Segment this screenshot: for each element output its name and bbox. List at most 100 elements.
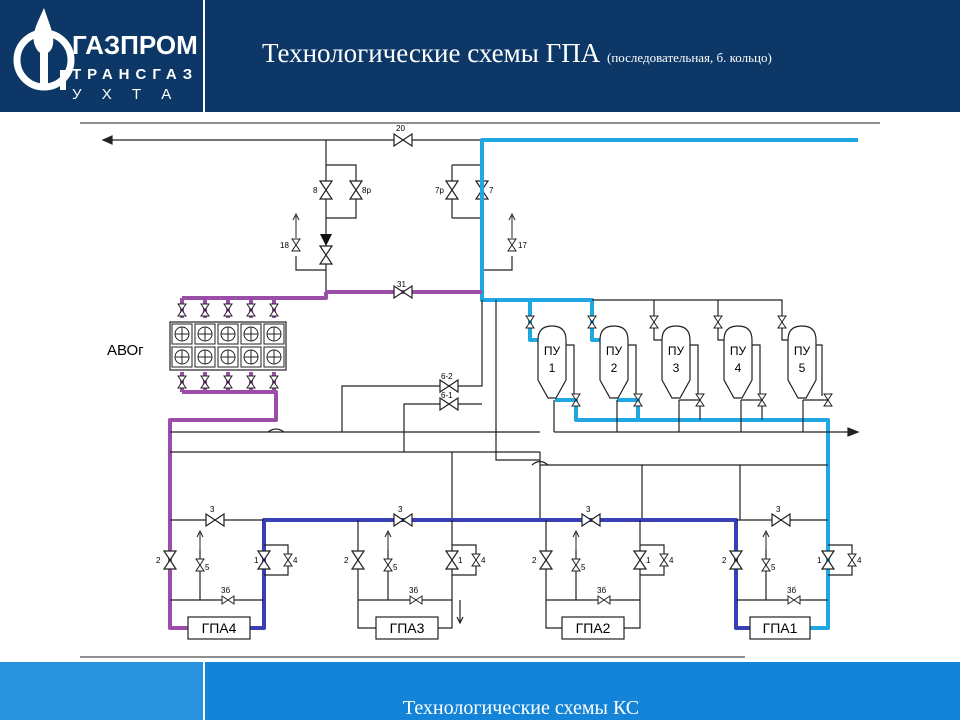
check-valve-icon <box>320 234 332 246</box>
gpa3-box[interactable] <box>375 616 439 640</box>
gpa2-valve-3b-label: 3б <box>597 586 606 595</box>
pu5-num: 5 <box>799 361 806 375</box>
gpa2-valve-4-label: 4 <box>669 556 674 565</box>
relief-18-icon <box>292 213 300 239</box>
gpa3-valve-5-label: 5 <box>393 563 398 572</box>
gpa2-valve-1-label: 1 <box>646 556 651 565</box>
gpa3-valve-3-icon[interactable] <box>393 513 413 527</box>
pu3-inlet-valve-icon[interactable] <box>649 315 659 329</box>
pu5-inlet-valve-icon[interactable] <box>777 315 787 329</box>
gpa4-valve-3-icon[interactable] <box>205 513 225 527</box>
gpa3-relief-icon <box>384 530 392 556</box>
gpa4-valve-4-label: 4 <box>293 556 298 565</box>
avo-inlet-valve-4-icon[interactable] <box>246 303 256 317</box>
relief-17-icon <box>508 213 516 239</box>
fan-icon <box>240 323 262 345</box>
gpa2-valve-1-icon[interactable] <box>633 550 647 570</box>
blue-pipe <box>250 518 750 630</box>
dust-catcher-pu5: ПУ 5 <box>787 325 817 399</box>
gpa1-valve-1-icon[interactable] <box>821 550 835 570</box>
gpa4-valve-1-icon[interactable] <box>257 550 271 570</box>
valve-7p-label: 7р <box>435 186 444 195</box>
logo-brand: ГАЗПРОМ <box>72 30 198 60</box>
gpa4-valve-5-icon[interactable] <box>195 558 205 572</box>
gpa1-valve-3-label: 3 <box>776 505 781 514</box>
gpa1-valve-3b-label: 3б <box>787 586 796 595</box>
footer-bar <box>0 662 960 720</box>
gpa2-valve-3-icon[interactable] <box>581 513 601 527</box>
avo-outlet-valve-1-icon[interactable] <box>177 375 187 389</box>
gpa2-valve-2-icon[interactable] <box>539 550 553 570</box>
avo-inlet-valve-1-icon[interactable] <box>177 303 187 317</box>
avo-inlet-valve-3-icon[interactable] <box>223 303 233 317</box>
avo-outlet-valve-2-icon[interactable] <box>200 375 210 389</box>
gas-cooler-unit <box>169 321 287 371</box>
gpa1-valve-4-label: 4 <box>857 556 862 565</box>
gpa3-valve-3b-label: 3б <box>409 586 418 595</box>
gpa3-valve-4-icon[interactable] <box>471 553 481 567</box>
gpa1-box[interactable] <box>749 616 811 640</box>
pu1-inlet-valve-icon[interactable] <box>525 315 535 329</box>
gpa4-valve-4-icon[interactable] <box>283 553 293 567</box>
valve-20-icon[interactable] <box>393 133 413 147</box>
valve-6-1-label: 6-1 <box>441 391 453 400</box>
gpa2-box[interactable] <box>561 616 625 640</box>
gpa3-valve-3b-icon[interactable] <box>409 595 423 605</box>
valve-inline-icon[interactable] <box>319 245 333 265</box>
page-title: Технологические схемы ГПА (последователь… <box>262 38 772 69</box>
gpa4-box[interactable] <box>187 616 251 640</box>
gpa1-valve-3-icon[interactable] <box>771 513 791 527</box>
valve-17-label: 17 <box>518 241 527 250</box>
valve-7p-icon[interactable] <box>445 180 459 200</box>
gpa3-unit: 3 2 1 4 5 3б ГПА3 <box>344 505 486 640</box>
gpa2-valve-4-icon[interactable] <box>659 553 669 567</box>
gpa4-valve-3-label: 3 <box>210 505 215 514</box>
gpa2-unit: 3 2 1 4 5 3б ГПА2 <box>532 505 674 640</box>
pu5-name: ПУ <box>794 344 811 358</box>
valve-18-icon[interactable] <box>291 238 301 252</box>
gpa4-label: ГПА4 <box>202 620 237 636</box>
gpa3-valve-2-icon[interactable] <box>351 550 365 570</box>
fan-icon <box>194 323 216 345</box>
gas-flame-logo-icon <box>13 8 75 91</box>
valve-17-icon[interactable] <box>507 238 517 252</box>
avo-inlet-valve-2-icon[interactable] <box>200 303 210 317</box>
pu2-inlet-valve-icon[interactable] <box>587 315 597 329</box>
valve-20-label: 20 <box>396 124 405 133</box>
gpa1-valve-3b-icon[interactable] <box>787 595 801 605</box>
gpa1-valve-5-icon[interactable] <box>761 558 771 572</box>
fan-icon <box>217 323 239 345</box>
gpa2-relief-icon <box>572 530 580 556</box>
gpa2-valve-3b-icon[interactable] <box>597 595 611 605</box>
gpa3-valve-2-label: 2 <box>344 556 349 565</box>
pu4-inlet-valve-icon[interactable] <box>713 315 723 329</box>
gpa4-valve-2-icon[interactable] <box>163 550 177 570</box>
gpa4-valve-3b-icon[interactable] <box>221 595 235 605</box>
valve-8p-icon[interactable] <box>349 180 363 200</box>
logo-subtitle: ТРАНСГАЗ <box>72 66 199 83</box>
gpa3-label: ГПА3 <box>390 620 425 636</box>
gpa1-valve-4-icon[interactable] <box>847 553 857 567</box>
gpa3-valve-5-icon[interactable] <box>383 558 393 572</box>
gpa4-valve-5-label: 5 <box>205 563 210 572</box>
fan-icon <box>263 346 285 368</box>
gpa4-relief-icon <box>196 530 204 556</box>
gpa2-valve-5-label: 5 <box>581 563 586 572</box>
gpa1-valve-5-label: 5 <box>771 563 776 572</box>
gpa4-valve-3b-label: 3б <box>221 586 230 595</box>
pu2-num: 2 <box>611 361 618 375</box>
valve-8-icon[interactable] <box>319 180 333 200</box>
avo-outlet-valve-5-icon[interactable] <box>269 375 279 389</box>
gpa2-valve-5-icon[interactable] <box>571 558 581 572</box>
avo-outlet-valve-3-icon[interactable] <box>223 375 233 389</box>
avo-inlet-valve-5-icon[interactable] <box>269 303 279 317</box>
pu1-num: 1 <box>549 361 556 375</box>
fan-icon <box>263 323 285 345</box>
gpa2-valve-2-label: 2 <box>532 556 537 565</box>
dust-catcher-pu2: ПУ 2 <box>599 325 629 399</box>
gpa3-valve-1-icon[interactable] <box>445 550 459 570</box>
gpa4-unit: 3 2 1 4 5 3б ГПА4 <box>156 505 298 640</box>
avo-outlet-valve-4-icon[interactable] <box>246 375 256 389</box>
gpa1-valve-2-icon[interactable] <box>729 550 743 570</box>
pu3-num: 3 <box>673 361 680 375</box>
